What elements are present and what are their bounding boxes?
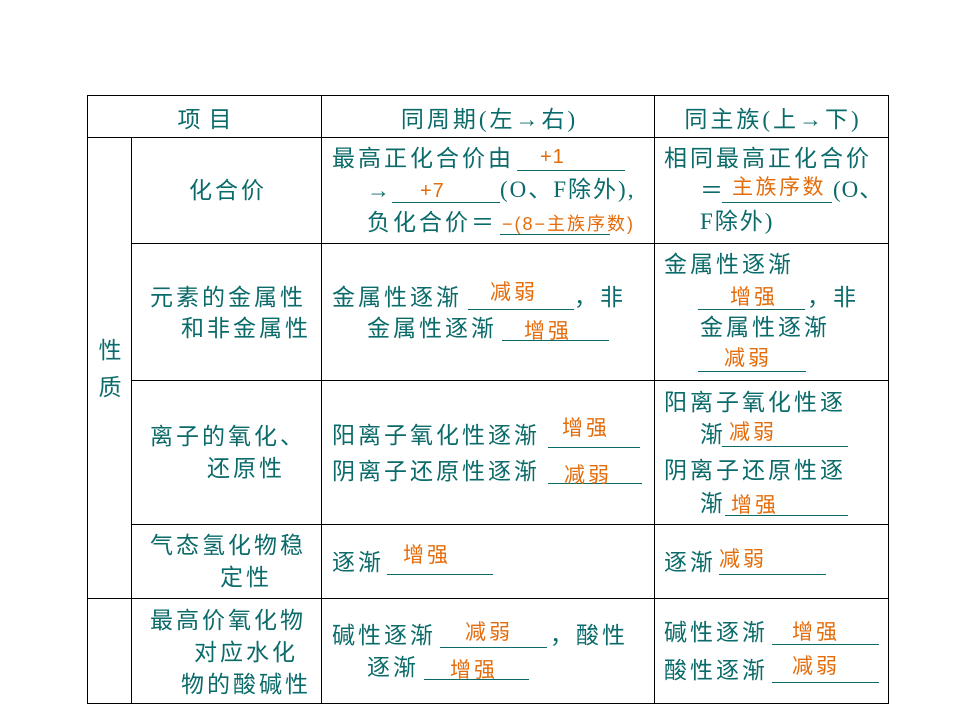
- statement-text: 碱性逐渐: [332, 622, 436, 648]
- answer-blank: [722, 419, 848, 447]
- statement-text: 逐渐: [332, 549, 384, 575]
- answer-text: 减弱: [465, 620, 513, 644]
- statement-text: 渐: [700, 490, 726, 516]
- statement-text: ，非: [807, 284, 859, 310]
- answer-blank: [725, 488, 848, 516]
- item-label: 化合价: [189, 177, 267, 203]
- answer-blank: [772, 617, 879, 645]
- statement-text: 逐渐: [367, 654, 419, 680]
- statement-text: F除外): [700, 209, 775, 234]
- answer-blank: [387, 547, 493, 575]
- statement-text: 最高正化合价由: [332, 145, 514, 171]
- statement-text: 碱性逐渐: [664, 619, 768, 645]
- period-cell-valence: 最高正化合价由 +1 → +7 (O、F除外), 负化合价＝ −(8−主族序数): [321, 137, 655, 244]
- side-empty-cell: [87, 598, 132, 704]
- answer-blank: [719, 547, 826, 575]
- statement-text: 渐: [700, 421, 726, 447]
- statement-text: 负化合价＝: [367, 209, 497, 235]
- header-period-cell: 同周期(左→右): [321, 95, 655, 138]
- answer-text: 减弱: [490, 280, 538, 304]
- item-label: 还原性: [207, 455, 285, 481]
- statement-text: (O、: [833, 177, 884, 202]
- answer-blank: [698, 282, 805, 310]
- answer-text: 主族序数: [732, 175, 826, 199]
- item-cell-hydride-stability: 气态氢化物稳 定性: [131, 524, 322, 599]
- statement-text: 阴离子还原性逐: [664, 457, 846, 483]
- statement-text: 金属性逐渐: [664, 251, 794, 277]
- header-group-label: 同主族(上→下): [684, 106, 862, 132]
- statement-text: →: [367, 177, 393, 203]
- header-item-label: 项目: [177, 106, 240, 132]
- statement-text: ，酸性: [550, 622, 628, 648]
- item-label: 和非金属性: [181, 315, 311, 341]
- answer-blank: [772, 655, 879, 683]
- statement-text: 阳离子氧化性逐渐: [332, 422, 540, 448]
- header-item-cell: 项目: [87, 95, 322, 138]
- answer-text: 增强: [524, 319, 572, 343]
- answer-text: 增强: [562, 416, 610, 440]
- answer-blank: [502, 313, 609, 341]
- answer-blank: [517, 143, 625, 171]
- item-label: 离子的氧化、: [150, 423, 306, 449]
- header-group-cell: 同主族(上→下): [654, 95, 889, 138]
- group-cell-hydride-stability: 逐渐 减弱: [654, 524, 889, 599]
- answer-blank: [424, 652, 529, 680]
- period-cell-ion-redox: 阳离子氧化性逐渐 增强 阴离子还原性逐渐 减弱: [321, 380, 655, 525]
- statement-text: ＝: [700, 177, 726, 203]
- item-label: 气态氢化物稳: [150, 532, 306, 558]
- item-cell-metallicity: 元素的金属性 和非金属性: [131, 243, 322, 381]
- item-cell-ion-redox: 离子的氧化、 还原性: [131, 380, 322, 525]
- answer-text: +1: [540, 146, 565, 168]
- item-label: 元素的金属性: [150, 284, 306, 310]
- statement-text: ，非: [574, 284, 626, 310]
- answer-text: 减弱: [792, 654, 840, 678]
- period-cell-hydroxide-acidity: 碱性逐渐 减弱 ，酸性 逐渐 增强: [321, 598, 655, 704]
- period-cell-metallicity: 金属性逐渐 减弱 ，非 金属性逐渐 增强: [321, 243, 655, 381]
- statement-text: 阳离子氧化性逐: [664, 389, 846, 415]
- answer-blank: [722, 175, 832, 203]
- item-cell-hydroxide-acidity: 最高价氧化物 对应水化 物的酸碱性: [131, 598, 322, 704]
- answer-text: 减弱: [719, 547, 767, 571]
- answer-blank: [698, 344, 806, 372]
- statement-text: 相同最高正化合价: [664, 145, 872, 171]
- answer-text: 增强: [450, 658, 498, 682]
- answer-blank: [548, 420, 640, 448]
- answer-text: +7: [420, 180, 445, 202]
- answer-text: 增强: [792, 620, 840, 644]
- group-cell-ion-redox: 阳离子氧化性逐 渐 减弱 阴离子还原性逐 渐 增强: [654, 380, 889, 525]
- item-label: 定性: [220, 564, 272, 590]
- side-label: 性质: [98, 337, 122, 400]
- statement-text: 阴离子还原性逐渐: [332, 458, 540, 484]
- answer-blank: [548, 456, 642, 484]
- period-cell-hydride-stability: 逐渐 增强: [321, 524, 655, 599]
- answer-text: 增强: [730, 285, 778, 309]
- answer-blank: [440, 620, 547, 648]
- item-cell-valence: 化合价: [131, 137, 322, 244]
- answer-text: 减弱: [729, 420, 777, 444]
- item-label: 最高价氧化物: [150, 607, 306, 633]
- statement-text: 金属性逐渐: [332, 284, 462, 310]
- group-cell-valence: 相同最高正化合价 ＝ 主族序数 (O、 F除外): [654, 137, 889, 244]
- statement-text: 金属性逐渐: [700, 314, 830, 340]
- answer-text: −(8−主族序数): [502, 214, 636, 234]
- answer-blank: [468, 282, 574, 310]
- answer-text: 减弱: [564, 463, 612, 487]
- answer-text: 增强: [403, 543, 451, 567]
- statement-text: 金属性逐渐: [367, 315, 497, 341]
- item-label: 对应水化: [194, 639, 298, 665]
- statement-text: 逐渐: [664, 549, 716, 575]
- statement-text: 酸性逐渐: [664, 657, 768, 683]
- header-period-label: 同周期(左→右): [400, 106, 579, 132]
- answer-blank: [392, 175, 500, 203]
- statement-text: (O、F除外),: [500, 177, 636, 202]
- answer-text: 减弱: [724, 346, 772, 370]
- side-label-cell: 性质: [87, 137, 132, 599]
- item-label: 物的酸碱性: [181, 671, 311, 697]
- answer-text: 增强: [731, 493, 779, 517]
- group-cell-metallicity: 金属性逐渐 增强 ，非 金属性逐渐 减弱: [654, 243, 889, 381]
- answer-blank: [500, 207, 610, 235]
- group-cell-hydroxide-acidity: 碱性逐渐 增强 酸性逐渐 减弱: [654, 598, 889, 704]
